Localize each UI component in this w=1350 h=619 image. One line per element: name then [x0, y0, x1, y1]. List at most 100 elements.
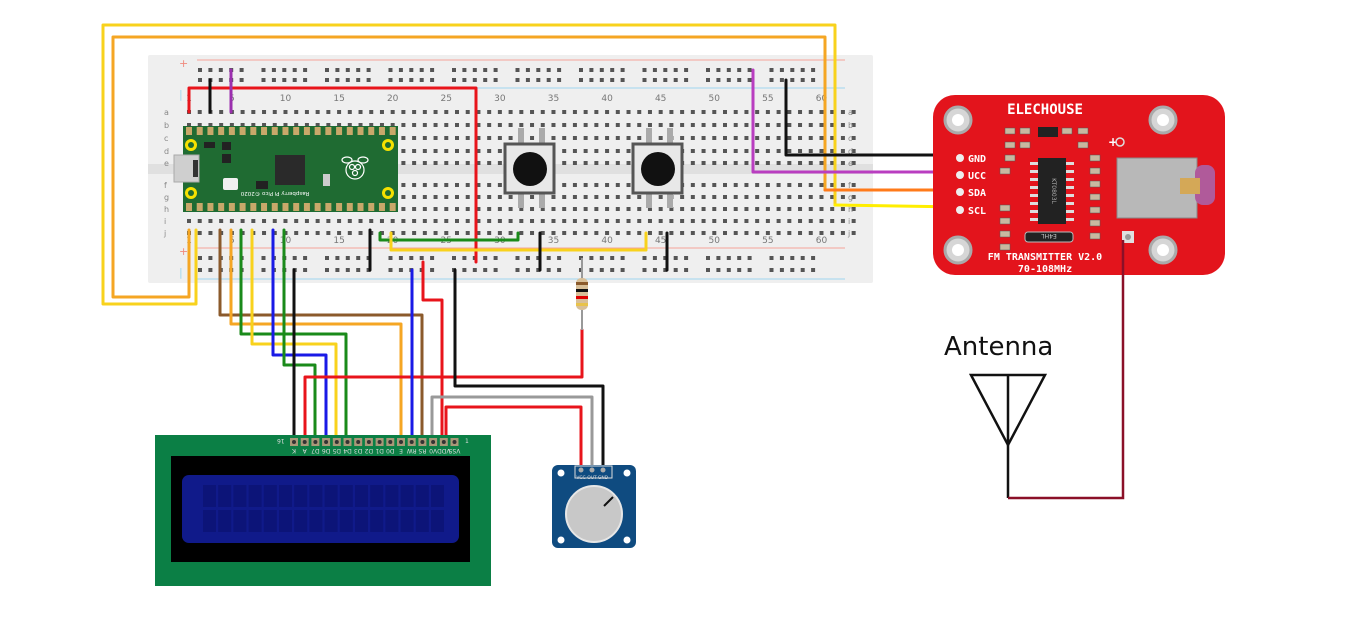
breadboard-hole [497, 123, 502, 127]
rail-hole [557, 68, 562, 72]
rail-hole [642, 68, 647, 72]
breadboard-hole [304, 123, 309, 127]
button-leg [539, 128, 545, 144]
breadboard-hole [712, 136, 717, 140]
breadboard-hole [669, 123, 674, 127]
rail-hole [536, 268, 541, 272]
breadboard-hole [551, 231, 556, 235]
rail-hole [303, 256, 308, 260]
breadboard-hole [798, 231, 803, 235]
breadboard-hole [626, 149, 631, 153]
breadboard-hole [369, 123, 374, 127]
breadboard-hole [798, 195, 803, 199]
crystal-label: E4HL [1041, 232, 1057, 239]
rail-hole [198, 268, 202, 272]
rail-hole [292, 256, 297, 260]
breadboard-hole [572, 219, 577, 223]
wires [101, 23, 962, 472]
breadboard-hole [615, 183, 620, 187]
lcd-pin-hole [334, 440, 339, 444]
rail-hole [557, 256, 562, 260]
wire-red [444, 405, 583, 472]
rail-hole [303, 268, 308, 272]
resistor [576, 258, 588, 330]
rail-hole [398, 268, 403, 272]
rail-hole [525, 268, 530, 272]
breadboard-hole [605, 161, 610, 165]
breadboard-hole [690, 231, 695, 235]
breadboard-hole [294, 123, 299, 127]
pico-component [323, 174, 330, 186]
breadboard-hole [572, 161, 577, 165]
rail-hole [409, 68, 414, 72]
rail-hole [356, 68, 361, 72]
lcd-pin-label-d2: D2 [364, 447, 373, 454]
breadboard-hole [701, 219, 706, 223]
lcd-cell [263, 485, 277, 507]
breadboard-hole [776, 149, 781, 153]
breadboard-hole [465, 161, 470, 165]
rail-hole [198, 68, 202, 72]
row-label: d [164, 147, 169, 156]
breadboard-hole [690, 136, 695, 140]
breadboard-hole [412, 136, 417, 140]
breadboard-hole [723, 149, 727, 153]
breadboard-hole [240, 231, 245, 235]
push-button-2[interactable] [631, 128, 684, 208]
breadboard-hole [337, 219, 342, 223]
breadboard-hole [605, 110, 610, 114]
breadboard-hole [390, 231, 395, 235]
breadboard-hole [626, 207, 631, 211]
rail-hole [747, 78, 752, 82]
rail-hole [546, 256, 551, 260]
breadboard-hole [723, 110, 727, 114]
breadboard-hole [776, 183, 781, 187]
breadboard-hole [808, 123, 813, 127]
rail-hole [452, 68, 456, 72]
rail-hole [620, 68, 625, 72]
rail-hole [726, 256, 731, 260]
breadboard-hole [851, 195, 856, 199]
button-leg [646, 128, 652, 144]
breadboard-hole [701, 136, 706, 140]
rail-hole [800, 78, 805, 82]
rail-hole [769, 256, 774, 260]
rail-hole [769, 268, 774, 272]
breadboard-hole [412, 219, 417, 223]
breadboard-hole [808, 183, 813, 187]
rail-hole [684, 256, 689, 260]
breadboard-hole [465, 123, 470, 127]
breadboard-hole [487, 231, 492, 235]
push-button-1[interactable] [503, 128, 556, 208]
rail-hole [398, 256, 403, 260]
breadboard-hole [412, 149, 417, 153]
breadboard-hole [487, 136, 492, 140]
breadboard-hole [690, 183, 695, 187]
breadboard-hole [476, 161, 481, 165]
lcd-pin-label-v0: V0 [429, 447, 437, 454]
rail-hole [599, 68, 604, 72]
rail-hole [325, 68, 329, 72]
button-leg [667, 192, 673, 208]
breadboard-hole [787, 149, 792, 153]
breadboard-hole [626, 231, 631, 235]
breadboard-hole [776, 219, 781, 223]
smd-part [1089, 193, 1101, 201]
lcd-cell [279, 485, 292, 507]
smd-part [999, 230, 1011, 238]
breadboard-hole [669, 219, 674, 223]
breadboard-hole [572, 136, 577, 140]
rail-hole [663, 68, 668, 72]
pot-knob[interactable] [565, 485, 623, 543]
button-leg [667, 128, 673, 144]
breadboard-hole [187, 123, 191, 127]
breadboard-hole [508, 195, 513, 199]
row-label: j [163, 229, 166, 238]
bootsel-button [223, 178, 238, 190]
row-label: i [164, 217, 166, 226]
rail-hole [599, 268, 604, 272]
rail-hole [652, 256, 657, 260]
breadboard-hole [337, 110, 342, 114]
column-label: 55 [762, 94, 773, 104]
